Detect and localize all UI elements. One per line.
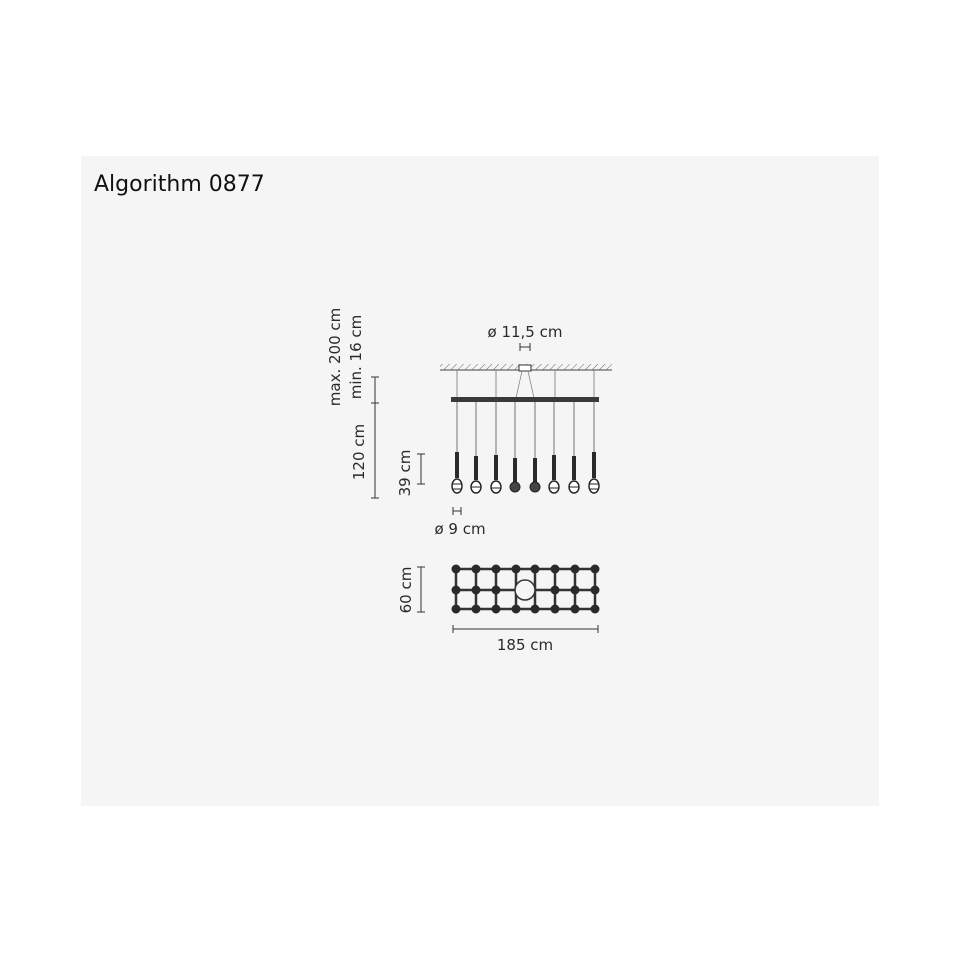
canopy-diameter-label: ø 11,5 cm bbox=[488, 323, 563, 341]
pendant bbox=[451, 402, 463, 494]
pendant-height-dimension bbox=[417, 453, 425, 485]
suspension-cables bbox=[456, 370, 595, 397]
pendant bbox=[470, 402, 482, 494]
canopy-diameter-dimension bbox=[519, 343, 531, 351]
width-label: 185 cm bbox=[497, 636, 553, 654]
depth-dimension bbox=[417, 566, 425, 613]
drawing-panel bbox=[81, 156, 879, 806]
canopy-cable-left bbox=[515, 370, 523, 399]
height-dimension bbox=[371, 376, 379, 499]
pendant-row bbox=[451, 402, 600, 494]
pendant-height-label: 39 cm bbox=[396, 450, 414, 497]
plan-view bbox=[451, 564, 600, 614]
pendant bbox=[568, 402, 580, 494]
pendant bbox=[509, 402, 521, 493]
structure-rail bbox=[451, 397, 599, 402]
plan-view-lamps bbox=[451, 564, 600, 614]
pendant bbox=[588, 402, 600, 494]
canopy bbox=[518, 364, 532, 372]
pendant bbox=[548, 402, 560, 494]
pendant-diameter-dimension bbox=[452, 507, 462, 515]
width-dimension bbox=[452, 625, 599, 633]
cable-max-label: max. 200 cm bbox=[326, 308, 344, 406]
canopy-cable-right bbox=[527, 370, 535, 399]
depth-label: 60 cm bbox=[397, 567, 415, 614]
pendant bbox=[529, 402, 541, 493]
plan-view-canopy bbox=[514, 579, 536, 601]
pendant bbox=[490, 402, 502, 494]
product-title: Algorithm 0877 bbox=[94, 172, 265, 197]
pendant-diameter-label: ø 9 cm bbox=[434, 520, 485, 538]
cable-min-label: min. 16 cm bbox=[347, 315, 365, 400]
suspension-height-label: 120 cm bbox=[350, 424, 368, 480]
